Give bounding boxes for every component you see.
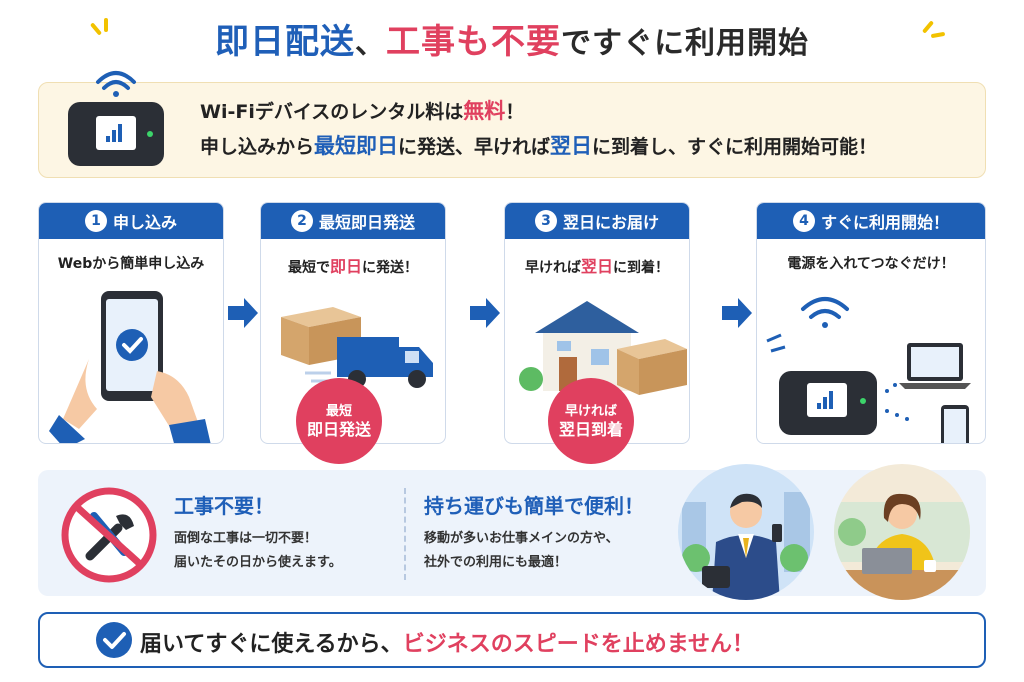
title-part3: ですぐに利用開始: [561, 26, 809, 61]
footer-text-b: ビジネスのスピードを止めません！: [402, 632, 755, 657]
title-part1: 即日配送: [215, 22, 355, 62]
footer-banner: [38, 612, 986, 668]
sparkle-left-icon: [88, 18, 128, 58]
step-4-label: すぐに利用開始！: [820, 213, 949, 232]
banner-line2-sameday: 最短即日: [314, 134, 399, 158]
wifi-router-icon: [68, 71, 164, 166]
feature-no-construction-line2: 届いたその日から使えます。: [174, 555, 342, 570]
banner-text: Wi-Fiデバイスのレンタル料は無料！ 申し込みから最短即日に発送、早ければ翌日…: [200, 94, 877, 164]
title-sep: 、: [355, 26, 386, 61]
feature-no-construction-heading: 工事不要！: [174, 494, 274, 518]
router-laptop-phone-icon: [766, 297, 971, 443]
step-3-sub-b: 翌日: [580, 257, 613, 276]
arrow-right-icon: [722, 298, 752, 328]
step-3-sub: 早ければ翌日に到着！: [505, 253, 689, 277]
arrow-right-icon: [228, 298, 258, 328]
footer-text-a: 届いてすぐに使えるから、: [140, 632, 403, 657]
businesswoman-illustration: [834, 464, 970, 600]
badge-nextday-small: 早ければ: [564, 404, 617, 419]
step-4-card: 4 すぐに利用開始！ 電源を入れてつなぐだけ！: [756, 202, 986, 444]
step-4-sub: 電源を入れてつなぐだけ！: [757, 253, 985, 273]
footer-message: 届いてすぐに使えるから、ビジネスのスピードを止めません！: [140, 626, 754, 658]
feature-no-construction-line1: 面倒な工事は一切不要！: [174, 531, 318, 546]
step-3-sub-c: に到着！: [613, 260, 669, 276]
step-1-sub: Webから簡単申し込み: [39, 253, 223, 273]
arrow-right-icon: [470, 298, 500, 328]
step-2-label: 最短即日発送: [318, 213, 415, 232]
features-panel: [38, 470, 986, 596]
step-3-sub-a: 早ければ: [524, 260, 581, 276]
feature-portable-heading: 持ち運びも簡単で便利！: [424, 494, 644, 518]
badge-nextday: 早ければ 翌日到着: [548, 378, 634, 464]
feature-portable-line2: 社外での利用にも最適！: [424, 555, 568, 570]
step-2-sub-c: に発送！: [362, 260, 418, 276]
banner-line2-c: に発送、早ければ: [398, 136, 551, 158]
banner-line1-a: Wi-Fiデバイスのレンタル料は: [200, 101, 464, 123]
step-2-sub-a: 最短で: [287, 260, 330, 276]
title-part2: 工事も不要: [386, 22, 561, 62]
no-construction-tools-icon: [61, 487, 157, 583]
step-3-number: 3: [534, 210, 557, 232]
features-divider: [404, 488, 406, 580]
page-title: 即日配送、工事も不要ですぐに利用開始: [0, 14, 1024, 63]
banner-line1-free: 無料: [463, 99, 506, 123]
info-banner: [38, 82, 986, 178]
businessman-illustration: [678, 464, 814, 600]
step-1-card: 1 申し込み Webから簡単申し込み: [38, 202, 224, 444]
delivery-truck-icon: [281, 307, 433, 388]
step-3-label: 翌日にお届け: [562, 213, 659, 232]
badge-sameday-small: 最短: [325, 404, 352, 419]
step-2-sub-b: 即日: [329, 257, 362, 276]
feature-portable: 持ち運びも簡単で便利！ 移動が多いお仕事メインの方や、 社外での利用にも最適！: [424, 490, 644, 575]
smartphone-hand-icon: [49, 291, 211, 443]
badge-nextday-big: 翌日到着: [558, 420, 623, 439]
feature-no-construction: 工事不要！ 面倒な工事は一切不要！ 届いたその日から使えます。: [174, 490, 342, 575]
banner-line2-e: に到着し、すぐに利用開始可能！: [592, 136, 878, 158]
step-2-sub: 最短で即日に発送！: [261, 253, 445, 277]
step-1-number: 1: [84, 210, 107, 232]
banner-line2-nextday: 翌日: [550, 134, 593, 158]
house-package-icon: [519, 301, 687, 395]
check-circle-icon: [96, 622, 132, 658]
step-4-sub-text: 電源を入れてつなぐだけ！: [787, 256, 955, 272]
feature-portable-line1: 移動が多いお仕事メインの方や、: [424, 531, 619, 546]
step-1-label: 申し込み: [112, 213, 177, 232]
badge-sameday-big: 即日発送: [306, 420, 371, 439]
step-1-sub-text: Webから簡単申し込み: [57, 256, 205, 272]
step-4-number: 4: [792, 210, 815, 232]
step-2-number: 2: [290, 210, 313, 232]
banner-line1-c: ！: [505, 101, 525, 123]
badge-sameday: 最短 即日発送: [296, 378, 382, 464]
banner-line2-a: 申し込みから: [200, 136, 315, 158]
